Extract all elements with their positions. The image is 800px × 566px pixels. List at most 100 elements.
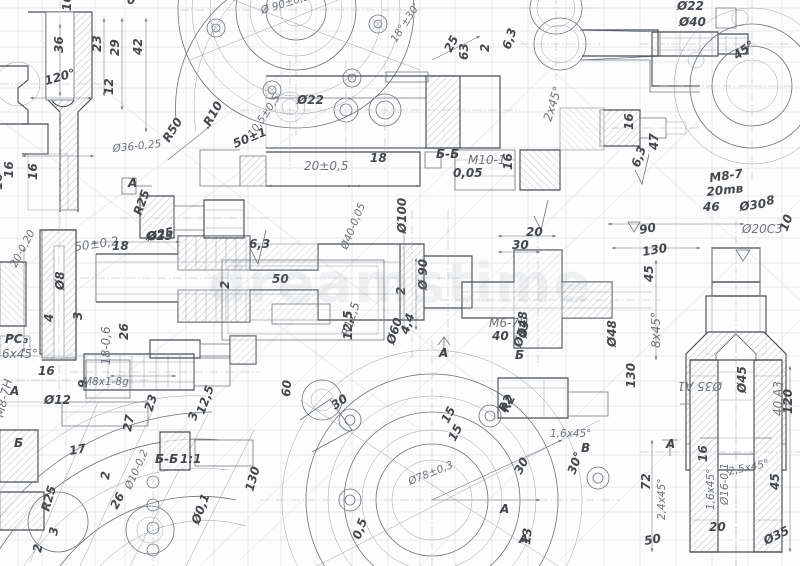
dimension-label-e17: 20 [526, 225, 543, 239]
dimension-label-g27: A [518, 532, 528, 546]
dimension-label-f14: 20 [709, 520, 726, 534]
dimension-label-c3: 45° [730, 38, 757, 63]
dimension-label-a2: 23 [90, 35, 104, 52]
dimension-label-b13: M10-1 [468, 153, 506, 167]
dimension-label-g6: 30 [511, 455, 531, 476]
dimension-label-e13: M6-7H [489, 316, 528, 330]
dimension-label-f17: 50 [643, 531, 662, 548]
dimension-label-f16: 2,4x45° [656, 478, 668, 520]
dimension-label-e12: A [438, 346, 448, 360]
dimension-label-g24: 60 [279, 380, 294, 398]
dimension-label-a10: 16 [2, 161, 16, 178]
dimension-label-f9: 45 [768, 473, 782, 491]
dimension-label-g8: Ø0,1 [188, 492, 212, 527]
dimension-label-e20: 1,6x45° [550, 428, 592, 440]
dimension-label-a9: R50 [160, 115, 186, 144]
drawing-top-center-body [199, 60, 561, 191]
dimension-label-b5: 2 [478, 44, 492, 52]
dimension-label-d15: Ø12 [43, 393, 71, 407]
dimension-label-a4: 42 [131, 38, 145, 56]
dimension-label-c1: Ø22 [676, 0, 704, 13]
dimension-label-d9: РС₃ [5, 332, 29, 346]
drawing-bottom-right-sleeve [640, 340, 800, 566]
dimension-label-f7: 40 A3 [771, 381, 785, 416]
dimension-label-c13: 6,3 [629, 144, 649, 169]
dimension-label-f6: Ø35 A1 [678, 379, 723, 393]
dimension-label-g13: 130 [242, 465, 262, 493]
dimension-label-e9: 12,5 [341, 310, 355, 340]
drawing-misc-sections [0, 261, 150, 403]
dimension-label-f15: 72 [639, 473, 653, 490]
dimension-label-g26: 13 [519, 527, 535, 545]
dimension-label-b15: 16 [501, 153, 515, 170]
dimension-label-f2: 130 [641, 241, 668, 259]
drawing-mid-left-small-parts [120, 195, 270, 239]
dimension-label-g25: 0,5 [350, 516, 370, 541]
dimension-label-e18: 30 [512, 238, 529, 252]
dimension-label-a8: Ø36-0,25 [111, 138, 162, 155]
dimension-label-g10: 26 [107, 490, 127, 511]
dimension-label-g21: 2 [98, 471, 113, 481]
dimension-label-f8: 120 [781, 389, 795, 414]
dimension-label-a7: 12 [102, 78, 116, 95]
dimension-lines [21, 17, 792, 553]
dimension-label-g22: Б [14, 436, 23, 450]
dimension-label-e1: 6,3 [249, 237, 270, 251]
dimension-label-b11: 18 [370, 151, 387, 165]
dimension-label-d10: 6x45° [2, 347, 38, 361]
drawing-bottom-left-threaded-parts [70, 335, 260, 391]
dimension-label-c12: 10 [777, 213, 796, 233]
dimension-label-g5: 15 [438, 404, 458, 425]
dimension-label-f4: 8x45° [649, 312, 663, 348]
dimension-label-b10: 20±0,5 [304, 159, 348, 173]
dimension-label-b12: Б-Б [436, 147, 459, 161]
dimension-label-g14: R25 [38, 484, 59, 513]
drawing-bottom-center-flange [260, 340, 620, 566]
dimension-label-f13: 1,6x45° [705, 468, 717, 510]
dimension-label-d11: 16 [38, 364, 55, 378]
dimension-label-c11: Ø20С3 [741, 222, 783, 236]
dimension-label-e5: Ø100 [395, 198, 409, 234]
dimension-label-c7: 20mв [706, 181, 744, 199]
dimension-label-g16: 23 [142, 393, 160, 413]
dimension-label-a1: 36 [52, 36, 66, 53]
dimension-label-d12: 9 [76, 380, 90, 388]
dimension-label-e11: 4,4 [397, 311, 417, 337]
drawing-mid-shaft-assembly [41, 210, 473, 400]
dimension-label-c2: Ø40 [678, 15, 706, 29]
dimension-label-g18: 3 [185, 410, 201, 421]
dimension-label-a12: A [127, 176, 137, 190]
dimension-label-d19: 16 [0, 173, 5, 190]
dimension-label-g9: Ø10-0,2 [122, 448, 151, 493]
dimension-label-d18: Ø8 [53, 271, 67, 291]
dimension-label-e19: Б [515, 348, 524, 362]
dimension-label-g19: 2 [30, 543, 45, 554]
dimension-label-d7: 4 [42, 314, 56, 323]
dimension-label-d20: М8-7Н [0, 378, 15, 419]
drawing-mid-right-bushing [559, 107, 700, 151]
dimension-label-g17: 27 [120, 413, 137, 433]
dimension-label-c8: 46 [702, 200, 720, 214]
dimension-label-g15: 12,5 [194, 383, 217, 416]
dimension-label-f3: 45 [642, 265, 656, 283]
dimension-label-b9: R10 [200, 99, 225, 128]
dimension-label-g2: A [499, 502, 509, 516]
dimension-label-b3: 25 [441, 33, 461, 54]
dimension-label-d4: 18 [112, 239, 129, 253]
dimension-label-f5: Ø48 [605, 320, 619, 348]
dimension-label-f20: 130 [624, 363, 638, 388]
dimension-label-e2: 50 [272, 272, 289, 286]
surface-finish-symbols [121, 151, 751, 456]
dimension-label-f19: Ø45 [735, 366, 749, 394]
drawing-top-center-flange [175, 0, 421, 135]
dimension-label-e14: 40 [491, 329, 509, 343]
dimension-label-g28: 30° [565, 450, 586, 476]
dimension-label-g20: 3 [46, 526, 61, 537]
dimension-label-g23: 17 [68, 441, 88, 458]
dimension-label-d8: 3 [71, 312, 85, 320]
dimension-label-d2: Ø25 [145, 229, 173, 243]
